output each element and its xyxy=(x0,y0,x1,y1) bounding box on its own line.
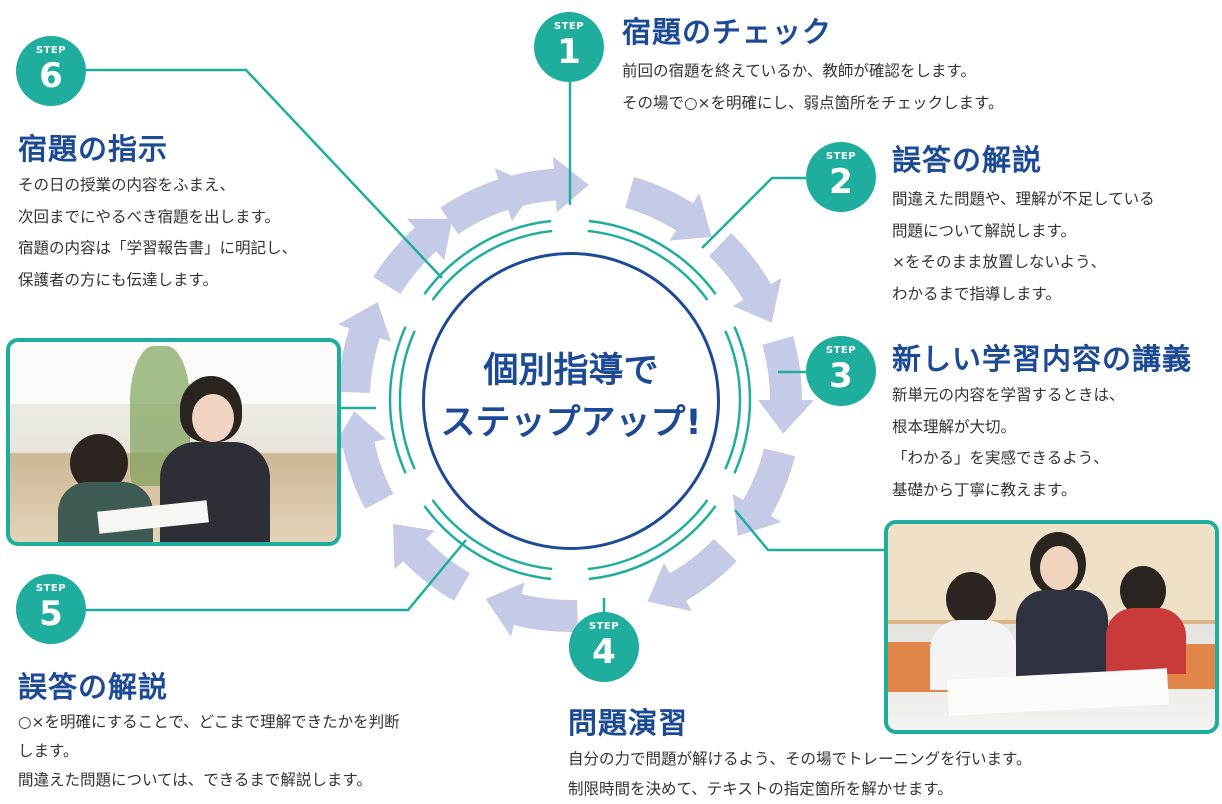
cycle-arrow-2 xyxy=(625,176,712,241)
step3-desc-line3: 「わかる」を実感できるよう、 xyxy=(892,449,1109,467)
connector-photo-b xyxy=(734,509,884,552)
step5-badge: STEP 5 xyxy=(16,574,86,644)
step2-desc-line3: ×をそのまま放置しないよう、 xyxy=(892,253,1107,271)
step2-title: 誤答の解説 xyxy=(892,143,1043,177)
step6-badge-word: STEP xyxy=(35,45,67,56)
ring-arc-1-3 xyxy=(587,499,709,571)
cycle-arrow-10 xyxy=(337,301,392,394)
step3-title: 新しい学習内容の講義 xyxy=(892,342,1193,376)
ring-arc-2-5 xyxy=(388,326,407,474)
step2-description: 間違えた問題や、理解が不足している 問題について解説します。 ×をそのまま放置し… xyxy=(892,184,1155,310)
step5-badge-number: 5 xyxy=(39,594,63,634)
step3-badge-number: 3 xyxy=(829,356,853,396)
cycle-arrow-6 xyxy=(647,538,737,612)
connector-lines xyxy=(86,68,884,634)
step2-desc-line2: 問題について解説します。 xyxy=(892,221,1076,240)
connector-step6 xyxy=(86,68,443,279)
ring-arc-2-1 xyxy=(588,219,717,295)
center-heading: 個別指導で ステップアップ! xyxy=(425,345,717,449)
cycle-arrow-5 xyxy=(732,448,796,536)
step5-desc-line2: します。 xyxy=(18,742,79,760)
ring-arc-1-4 xyxy=(431,499,553,571)
step6-title: 宿題の指示 xyxy=(18,132,169,166)
photo-tutor-one-student xyxy=(6,338,341,546)
step6-desc-line1: その日の授業の内容をふまえ、 xyxy=(18,176,236,194)
step5-description: ○×を明確にすることで、どこまで理解できたかを判断 します。 間違えた問題につい… xyxy=(18,708,400,795)
step6-badge-number: 6 xyxy=(39,56,63,96)
ring-arc-2-6 xyxy=(423,219,552,295)
cycle-arrow-7 xyxy=(485,582,579,637)
step4-badge: STEP 4 xyxy=(569,612,639,682)
step4-description: 自分の力で問題が解けるよう、その場でトレーニングを行います。 制限時間を決めて、… xyxy=(568,744,1031,804)
step1-badge-number: 1 xyxy=(557,32,581,72)
step2-badge: STEP 2 xyxy=(806,142,876,212)
cycle-arrow-9 xyxy=(331,411,394,509)
step6-desc-line2: 次回までにやるべき宿題を出します。 xyxy=(18,207,280,226)
center-heading-line2: ステップアップ! xyxy=(440,403,702,443)
step5-badge-word: STEP xyxy=(35,583,67,594)
step1-description: 前回の宿題を終えているか、教師が確認をします。 その場で○×を明確にし、弱点箇所… xyxy=(622,56,1003,119)
photo-tutor-two-students xyxy=(884,520,1219,734)
outer-ring-arcs xyxy=(388,219,752,581)
step3-desc-line4: 基礎から丁寧に教えます。 xyxy=(892,480,1077,499)
center-circle: 個別指導で ステップアップ! xyxy=(422,252,720,550)
step6-desc-line3: 宿題の内容は「学習報告書」に明記し、 xyxy=(18,239,298,257)
step1-badge: STEP 1 xyxy=(534,12,604,82)
ring-arc-1-1 xyxy=(587,229,709,301)
ring-arc-2-2 xyxy=(733,326,752,474)
step4-badge-number: 4 xyxy=(592,632,616,672)
step1-desc-line1: 前回の宿題を終えているか、教師が確認をします。 xyxy=(622,62,976,80)
step1-desc-line2: その場で○×を明確にし、弱点箇所をチェックします。 xyxy=(622,93,1004,112)
cycle-arrow-12 xyxy=(440,167,537,235)
step2-badge-word: STEP xyxy=(825,151,857,162)
cycle-arrows xyxy=(331,156,814,637)
ring-arc-2-3 xyxy=(588,505,717,581)
step4-desc-line1: 自分の力で問題が解けるよう、その場でトレーニングを行います。 xyxy=(568,750,1032,768)
step3-desc-line2: 根本理解が大切。 xyxy=(892,417,1017,436)
step3-badge-word: STEP xyxy=(825,345,857,356)
ring-arc-2-4 xyxy=(423,505,552,581)
cycle-arrow-4 xyxy=(758,336,814,434)
step4-badge-word: STEP xyxy=(588,621,620,632)
step5-desc-line1: ○×を明確にすることで、どこまで理解できたかを判断 xyxy=(18,713,400,731)
step6-desc-line4: 保護者の方にも伝達します。 xyxy=(18,270,218,289)
ring-arc-1-6 xyxy=(431,229,553,301)
step3-badge: STEP 3 xyxy=(806,336,876,406)
step4-title: 問題演習 xyxy=(568,706,689,740)
step2-desc-line4: わかるまで指導します。 xyxy=(892,284,1061,303)
step1-badge-word: STEP xyxy=(553,21,585,32)
cycle-arrow-3 xyxy=(708,233,782,323)
step6-badge: STEP 6 xyxy=(16,36,86,106)
ring-arc-1-5 xyxy=(398,330,416,470)
step5-title: 誤答の解説 xyxy=(18,670,169,704)
step3-desc-line1: 新単元の内容を学習するときは、 xyxy=(892,386,1125,404)
step6-description: その日の授業の内容をふまえ、 次回までにやるべき宿題を出します。 宿題の内容は「… xyxy=(18,170,297,296)
connector-step5 xyxy=(86,539,467,612)
step1-title: 宿題のチェック xyxy=(622,15,833,49)
step2-badge-number: 2 xyxy=(829,162,853,202)
center-heading-line1: 個別指導で xyxy=(483,351,659,391)
step4-desc-line2: 制限時間を決めて、テキストの指定箇所を解かせます。 xyxy=(568,780,953,798)
step3-description: 新単元の内容を学習するときは、 根本理解が大切。 「わかる」を実感できるよう、 … xyxy=(892,380,1125,506)
step2-desc-line1: 間違えた問題や、理解が不足している xyxy=(892,190,1155,208)
step5-desc-line3: 間違えた問題については、できるまで解説します。 xyxy=(18,771,372,789)
connector-step2 xyxy=(701,176,806,249)
cycle-arrow-11 xyxy=(373,218,453,295)
cycle-arrow-8 xyxy=(393,523,470,601)
ring-arc-1-2 xyxy=(724,330,742,470)
